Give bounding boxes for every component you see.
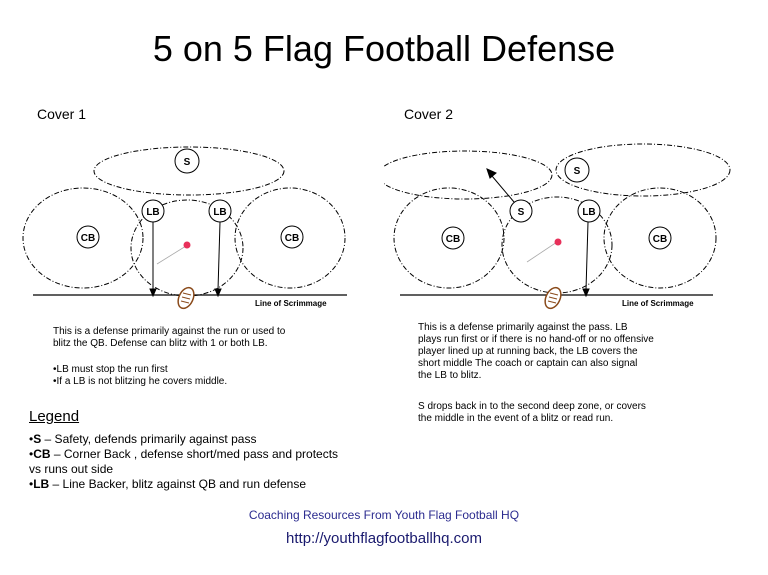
cover2-label: Cover 2 — [404, 106, 454, 122]
cover2-football-icon — [544, 286, 562, 310]
legend-list: •S – Safety, defends primarily against p… — [29, 432, 349, 492]
cover2-diagram: S S LB CB CB Line of Scrimmage — [384, 143, 731, 310]
footer-credit: Coaching Resources From Youth Flag Footb… — [248, 508, 520, 522]
cover1-lb-left-label: LB — [146, 207, 159, 218]
cover1-diagram: S LB LB CB CB Line of Scrimmage — [22, 146, 347, 310]
cover2-right-deep-zone — [555, 143, 731, 197]
cover1-cb-right-label: CB — [285, 233, 299, 244]
cover2-note: S drops back in to the second deep zone,… — [418, 401, 646, 424]
cover1-cb-left-label: CB — [81, 233, 95, 244]
cover1-ball-spot — [183, 241, 191, 249]
cover1-safety-zone — [93, 146, 285, 196]
cover1-line-label: Line of Scrimmage — [255, 299, 327, 308]
cover2-ball-spot — [554, 238, 562, 246]
cover1-safety-label: S — [184, 157, 191, 168]
cover1-label: Cover 1 — [37, 106, 87, 122]
legend-item-cornerback: •CB – Corner Back , defense short/med pa… — [29, 447, 339, 476]
cover2-description: This is a defense primarily against the … — [418, 322, 654, 381]
cover2-cb-right-label: CB — [653, 234, 667, 245]
cover2-safety-label: S — [574, 166, 581, 177]
cover2-left-deep-zone — [384, 150, 553, 200]
legend-title: Legend — [29, 408, 80, 425]
legend-item-linebacker: •LB – Line Backer, blitz against QB and … — [29, 477, 307, 491]
cover1-note-1: •LB must stop the run first — [53, 364, 168, 375]
cover1-description: This is a defense primarily against the … — [53, 326, 286, 349]
cover2-cb-left-label: CB — [446, 234, 460, 245]
cover1-lb-right-label: LB — [213, 207, 226, 218]
cover2-line-label: Line of Scrimmage — [622, 299, 694, 308]
footer-url-link[interactable]: http://youthflagfootballhq.com — [286, 530, 482, 547]
cover1-note-2: •If a LB is not blitzing he covers middl… — [53, 376, 228, 387]
cover1-right-flat-zone — [234, 187, 346, 289]
legend-item-safety: •S – Safety, defends primarily against p… — [29, 432, 257, 446]
cover1-football-icon — [177, 286, 195, 310]
cover1-left-flat-zone — [22, 187, 144, 289]
page-title: 5 on 5 Flag Football Defense — [152, 28, 616, 69]
cover2-safety-mid-label: S — [518, 207, 525, 218]
cover2-lb-label: LB — [582, 207, 595, 218]
cover2-right-flat-zone — [603, 187, 717, 289]
cover2-left-flat-zone — [393, 187, 505, 289]
